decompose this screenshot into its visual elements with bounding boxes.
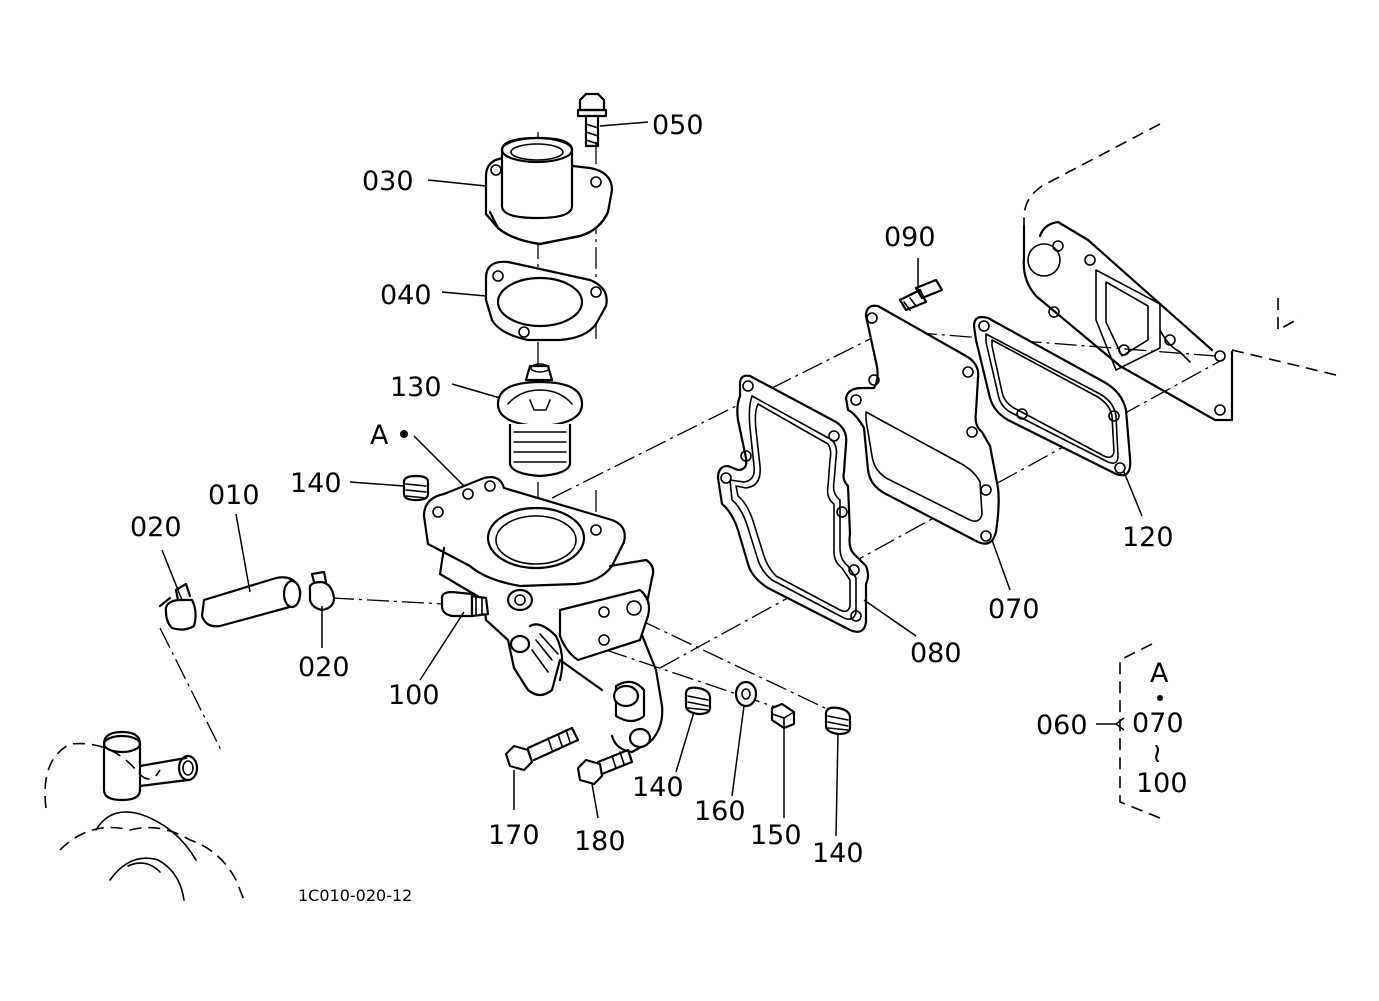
callout-020-mid: 020 — [298, 652, 350, 683]
clamp-020-left — [158, 582, 197, 631]
leader-lines — [161, 121, 1143, 837]
callout-170: 170 — [488, 820, 540, 851]
callout-140-top: 140 — [290, 468, 342, 499]
thermostat-130 — [496, 363, 584, 478]
assembly-note-range-symbol: ≀ — [1152, 738, 1162, 769]
callout-a: A — [370, 420, 389, 451]
assembly-note: 060 A 070 ≀ 100 — [1036, 643, 1188, 819]
bolt-150 — [770, 702, 796, 730]
plug-140-top — [402, 474, 430, 502]
clamp-020-mid — [308, 570, 336, 612]
hose-010 — [200, 576, 302, 628]
gasket-070 — [844, 304, 1000, 545]
callout-140-mid: 140 — [632, 772, 684, 803]
callout-090: 090 — [884, 222, 936, 253]
callout-030: 030 — [362, 166, 414, 197]
bolt-180 — [576, 748, 634, 786]
callout-150: 150 — [750, 820, 802, 851]
callout-120: 120 — [1122, 522, 1174, 553]
callout-130: 130 — [390, 372, 442, 403]
callout-140-right: 140 — [812, 838, 864, 869]
callout-070: 070 — [988, 594, 1040, 625]
callout-labels: 050 030 040 090 130 A 140 010 020 020 10… — [130, 110, 1174, 869]
fitting-100 — [440, 590, 490, 618]
water-pump-outline — [44, 730, 245, 901]
thermostat-housing — [422, 476, 664, 754]
bolt-170 — [504, 726, 580, 772]
plug-140-mid — [684, 686, 712, 716]
plug-140-right — [824, 706, 852, 736]
bolt-090 — [898, 278, 944, 312]
gasket-120 — [972, 315, 1132, 477]
callout-100: 100 — [388, 680, 440, 711]
callout-020-left: 020 — [130, 512, 182, 543]
ref-a-dot — [400, 430, 408, 438]
gasket-080 — [716, 374, 870, 633]
callout-160: 160 — [694, 796, 746, 827]
assembly-note-part: 060 — [1036, 710, 1088, 741]
callout-080: 080 — [910, 638, 962, 669]
assembly-note-from: 070 — [1132, 708, 1184, 739]
assembly-note-to: 100 — [1136, 768, 1188, 799]
assembly-note-ref: A — [1150, 658, 1169, 689]
callout-050: 050 — [652, 110, 704, 141]
callout-180: 180 — [574, 826, 626, 857]
drawing-code: 1C010-020-12 — [298, 886, 412, 905]
thermostat-cover-030 — [484, 136, 614, 246]
bolt-050 — [576, 92, 608, 148]
gasket-040 — [484, 260, 608, 342]
callout-040: 040 — [380, 280, 432, 311]
washer-160 — [734, 680, 758, 708]
callout-010: 010 — [208, 480, 260, 511]
assembly-note-dot — [1157, 695, 1163, 701]
